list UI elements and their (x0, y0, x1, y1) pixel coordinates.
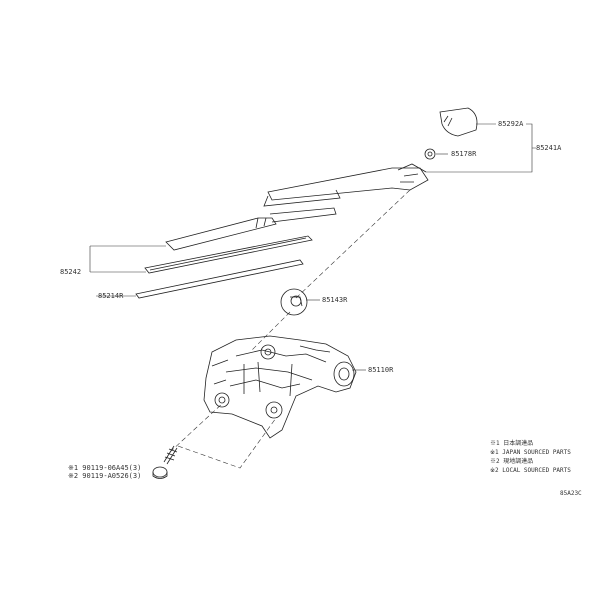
label-85292A[interactable]: 85292A (498, 120, 524, 128)
label-85214R[interactable]: 85214R (98, 292, 124, 300)
wiper-blade (144, 207, 337, 274)
wiper-arm (263, 163, 429, 207)
figure-code: 85A23C (560, 490, 582, 497)
wiper-motor (203, 335, 357, 439)
legend-line-3: ※2 現地調達品 (490, 458, 534, 465)
label-bolt-1[interactable]: ※1 90119-06A45(3) (68, 464, 142, 472)
wiper-arm-nut (424, 148, 436, 160)
label-85110R[interactable]: 85110R (368, 366, 394, 374)
legend-line-1: ※1 日本調達品 (490, 440, 534, 447)
legend-line-2: ※1 JAPAN SOURCED PARTS (490, 449, 571, 456)
mounting-bolt (152, 445, 178, 479)
label-85178R[interactable]: 85178R (451, 150, 477, 158)
label-85143R[interactable]: 85143R (322, 296, 348, 304)
leader-lines (89, 123, 536, 371)
label-85242[interactable]: 85242 (60, 268, 82, 276)
wiper-blade-rubber (135, 259, 304, 299)
wiper-cushion (280, 288, 308, 316)
label-bolt-2[interactable]: ※2 90119-A0526(3) (68, 472, 142, 480)
legend-line-4: ※2 LOCAL SOURCED PARTS (490, 467, 571, 474)
label-85241A[interactable]: 85241A (536, 144, 562, 152)
wiper-arm-cap (439, 107, 478, 137)
assembly-lines (169, 189, 411, 469)
